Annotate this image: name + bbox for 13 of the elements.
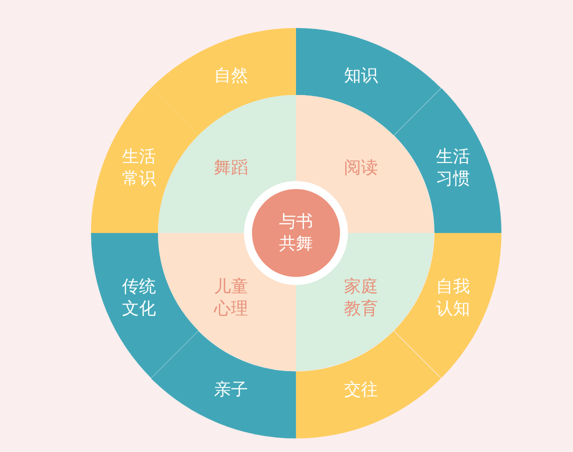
segment-label: 自然 <box>214 64 248 87</box>
segment-label: 传统文化 <box>122 276 156 320</box>
segment-label: 家庭教育 <box>344 276 378 320</box>
segment-label: 阅读 <box>344 156 378 179</box>
segment-label: 生活常识 <box>122 146 156 190</box>
segment-label: 自我认知 <box>436 276 470 320</box>
segment-label: 生活习惯 <box>436 146 470 190</box>
center-label: 与书共舞 <box>279 210 313 256</box>
segment-label: 亲子 <box>214 379 248 402</box>
segment-label: 知识 <box>344 64 378 87</box>
segment-label: 舞蹈 <box>214 156 248 179</box>
segment-label: 交往 <box>344 379 378 402</box>
segment-label: 儿童心理 <box>214 276 248 320</box>
